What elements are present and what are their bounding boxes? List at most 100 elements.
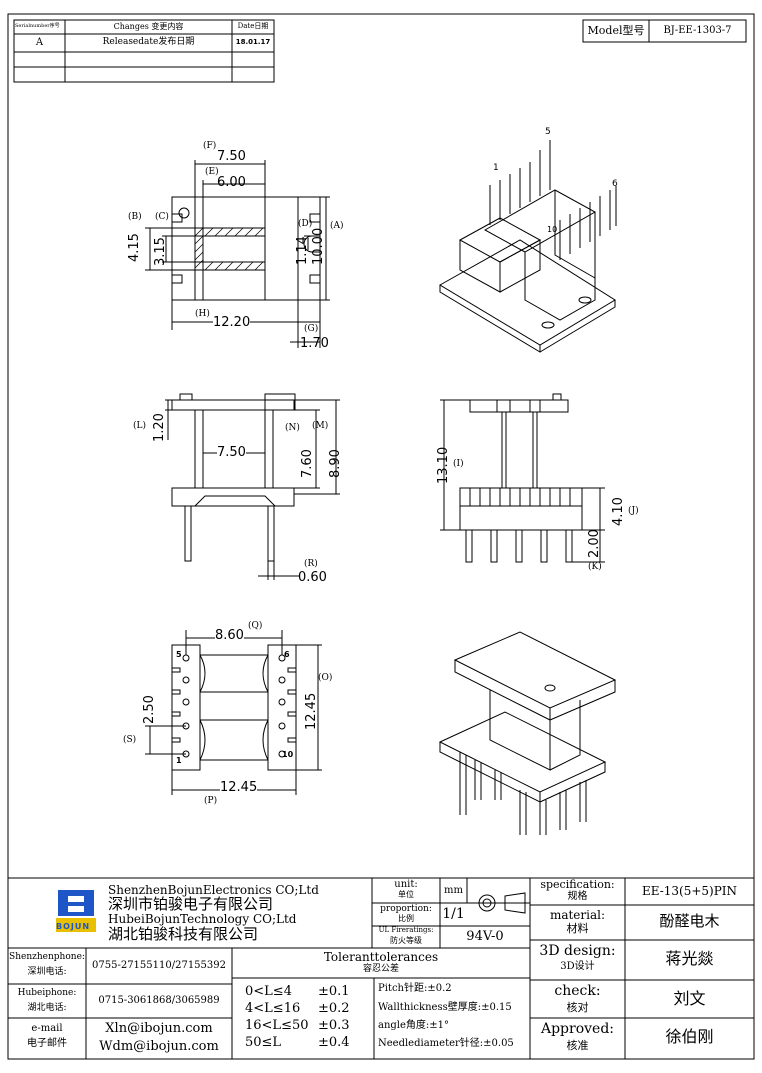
logo-text: BOJUN [56, 922, 91, 931]
unit-label: unit: [394, 879, 418, 890]
dim-Q: 8.60 [215, 628, 244, 643]
company-en-2: HubeiBojunTechnology CO;Ltd [108, 912, 297, 926]
approved-value: 徐伯刚 [665, 1027, 714, 1046]
dim-F: 7.50 [217, 149, 246, 164]
email-1: Xln@ibojun.com [105, 1021, 213, 1036]
dim-S: 2.50 [142, 695, 157, 724]
material-value: 酚醛电木 [659, 912, 720, 930]
note-wall: Wallthickness壁厚度:±0.15 [378, 1002, 512, 1013]
dim-M: 8.90 [328, 449, 343, 478]
label-H: (H) [195, 309, 210, 319]
model-label: Model型号 [587, 24, 645, 37]
dim-A: 10.00 [311, 227, 326, 265]
check-label: check: [554, 983, 601, 999]
pin-label-10: 10 [282, 750, 294, 759]
tolerance-range: 16<L≤50 [245, 1018, 309, 1033]
label-J: (J) [628, 506, 639, 516]
label-D: (D) [298, 219, 313, 229]
side-view-drawing [165, 393, 340, 580]
tolerance-range: 0<L≤4 [245, 984, 292, 999]
title-block-grid [7, 877, 755, 1060]
bottom-view-drawing [145, 630, 322, 795]
email-label-cn: 电子邮件 [27, 1038, 67, 1049]
shenzhen-phone: 0755-27155110/27155392 [92, 960, 226, 971]
rev-header-date: Date日期 [237, 22, 269, 30]
dim-L: 1.20 [152, 413, 167, 442]
dim-H: 12.20 [213, 315, 251, 330]
material-label: material: [549, 908, 606, 922]
check-label-cn: 核对 [566, 1001, 589, 1014]
company-cn-2: 湖北铂骏科技有限公司 [108, 925, 259, 943]
model-value: BJ-EE-1303-7 [663, 25, 732, 36]
label-M: (M) [312, 421, 329, 431]
note-angle: angle角度:±1° [378, 1020, 450, 1031]
rev-row-changes: Releasedate发布日期 [102, 37, 195, 47]
dim-D: 1.14 [295, 236, 310, 265]
label-R: (R) [304, 559, 318, 569]
proportion-value: 1/1 [442, 906, 465, 922]
iso-view-top-drawing [439, 140, 617, 353]
company-en-1: ShenzhenBojunElectronics CO;Ltd [108, 883, 319, 897]
label-F: (F) [203, 141, 217, 151]
design-value: 蒋光燚 [665, 949, 714, 968]
pin-label-5: 5 [176, 650, 182, 659]
shenzhen-phone-label-cn: 深圳电话: [27, 967, 67, 977]
design-label: 3D design: [539, 943, 616, 959]
ul-value: 94V-0 [466, 929, 504, 944]
email-label: e-mail [31, 1023, 63, 1034]
label-S: (S) [123, 735, 137, 745]
email-2: Wdm@ibojun.com [99, 1039, 219, 1054]
dim-K: 2.00 [587, 529, 602, 558]
approved-label: Approved: [540, 1021, 615, 1037]
tolerance-range: 4<L≤16 [245, 1001, 301, 1016]
spec-label-cn: 规格 [567, 891, 588, 902]
dim-O: 12.45 [304, 692, 319, 730]
label-K: (K) [588, 562, 602, 572]
unit-value: mm [444, 885, 463, 896]
dim-I: 13.10 [436, 446, 451, 484]
spec-label: specification: [540, 878, 615, 891]
label-C: (C) [155, 212, 169, 222]
front-view-drawing [440, 393, 605, 563]
rev-row-date: 18.01.17 [235, 38, 271, 46]
tolerance-title: Toleranttolerances [323, 950, 439, 964]
check-value: 刘文 [673, 989, 706, 1008]
iso-pin-1: 1 [493, 163, 499, 173]
pin-label-1: 1 [176, 756, 182, 765]
label-P: (P) [204, 796, 218, 806]
tolerance-title-cn: 容忍公差 [362, 964, 399, 974]
label-A: (A) [330, 221, 344, 231]
label-I: (I) [453, 459, 464, 469]
hubei-phone-label: Hubeiphone: [17, 988, 77, 998]
material-label-cn: 材料 [566, 922, 589, 935]
iso-pin-5: 5 [545, 127, 551, 137]
spec-value: EE-13(5+5)PIN [641, 884, 738, 898]
rev-header-changes: Changes 变更内容 [113, 22, 184, 31]
tolerance-range: 50≤L [245, 1035, 282, 1050]
proportion-label-cn: 比例 [398, 914, 414, 923]
dim-R: 0.60 [298, 570, 327, 585]
dim-E: 6.00 [217, 175, 246, 190]
shenzhen-phone-label: Shenzhenphone: [9, 952, 85, 962]
note-needle: Needlediameter针径:±0.05 [378, 1038, 514, 1049]
label-G: (G) [304, 324, 319, 334]
tolerance-value: ±0.3 [318, 1018, 350, 1033]
label-B: (B) [128, 212, 142, 222]
dim-side-width: 7.50 [217, 445, 246, 460]
proportion-label: proportion: [380, 904, 432, 914]
rev-header-serial: Serialnumber序号 [15, 23, 60, 29]
pin-label-6: 6 [284, 650, 290, 659]
top-view-drawing [145, 160, 330, 348]
label-N: (N) [285, 423, 300, 433]
iso-pin-6: 6 [612, 179, 618, 189]
label-Q: (Q) [248, 621, 263, 631]
approved-label-cn: 核准 [566, 1039, 589, 1052]
tolerance-value: ±0.2 [318, 1001, 350, 1016]
label-O: (O) [318, 673, 333, 683]
rev-row-serial: A [35, 37, 44, 48]
ul-label: UL Fireratings: [378, 926, 434, 934]
unit-label-cn: 单位 [398, 890, 414, 899]
dim-N: 7.60 [300, 449, 315, 478]
